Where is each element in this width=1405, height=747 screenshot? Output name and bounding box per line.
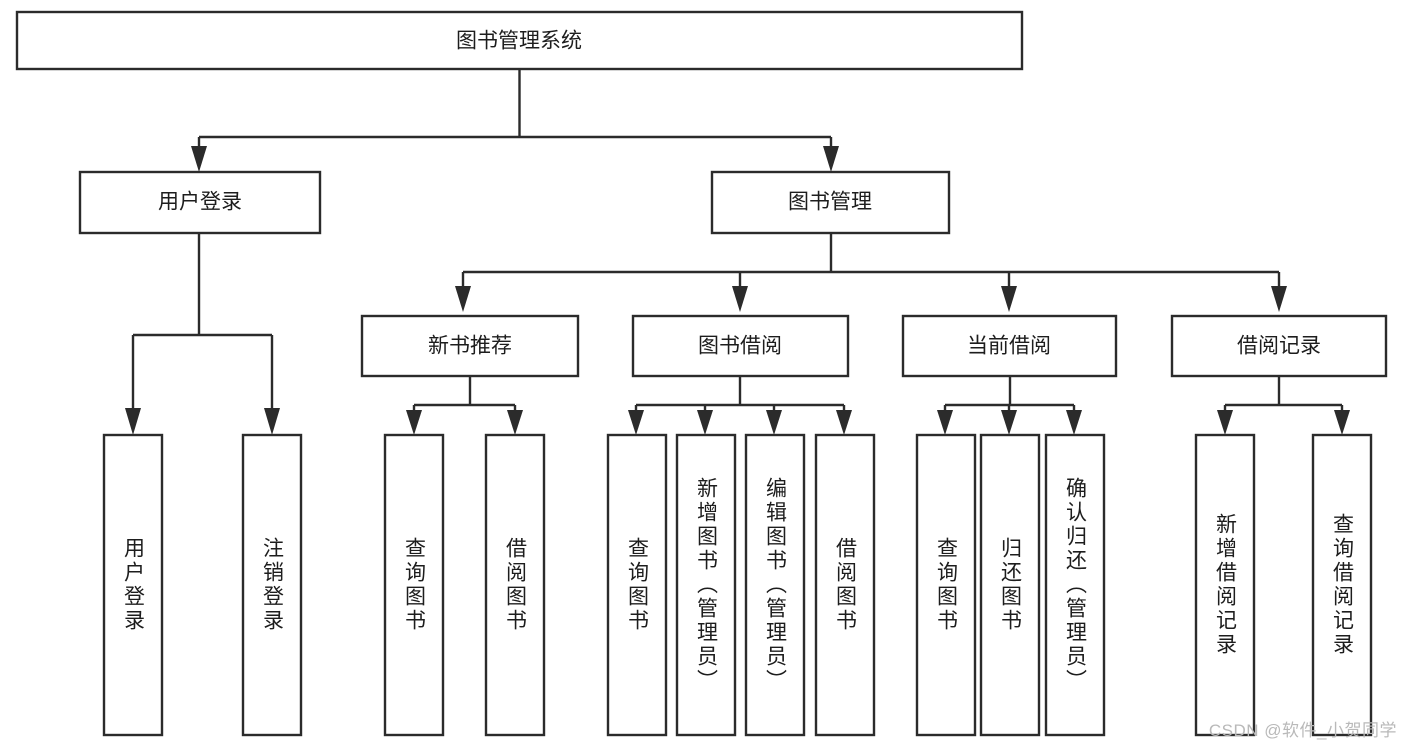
node-leaf-query-book-1-label: 查询图书: [403, 537, 427, 633]
arrow-to-current-borrow: [1001, 286, 1017, 312]
node-new-book-recommend[interactable]: 新书推荐: [360, 314, 580, 378]
node-leaf-edit-book-label: 编辑图书（管理员）: [764, 477, 788, 693]
node-leaf-user-login-label: 用户登录: [122, 537, 146, 633]
arrow-to-leaf-query-record: [1334, 410, 1350, 435]
node-leaf-confirm-return-box[interactable]: [1044, 433, 1106, 737]
node-root-box[interactable]: [15, 10, 1024, 71]
arrow-to-leaf-add-book: [697, 410, 713, 435]
arrow-to-leaf-borrow-book-1: [507, 410, 523, 435]
node-leaf-query-record[interactable]: 查询借阅记录: [1311, 433, 1373, 737]
node-leaf-return-book[interactable]: 归还图书: [979, 433, 1041, 737]
node-leaf-confirm-return[interactable]: 确认归还（管理员）: [1044, 433, 1106, 737]
node-leaf-logout[interactable]: 注销登录: [241, 433, 303, 737]
node-book-borrow-label: 图书借阅: [698, 335, 782, 358]
node-leaf-add-book-label: 新增图书（管理员）: [695, 477, 719, 693]
node-leaf-return-book-label: 归还图书: [999, 537, 1023, 633]
node-leaf-borrow-book-1-label: 借阅图书: [504, 537, 528, 633]
node-leaf-query-book-2-label: 查询图书: [626, 537, 650, 633]
arrow-to-leaf-user-login: [125, 408, 141, 435]
node-leaf-add-record[interactable]: 新增借阅记录: [1194, 433, 1256, 737]
node-leaf-confirm-return-label: 确认归还（管理员）: [1064, 477, 1088, 693]
node-leaf-user-login-box[interactable]: [102, 433, 164, 737]
node-leaf-edit-book-box[interactable]: [744, 433, 806, 737]
node-book-manage[interactable]: 图书管理: [710, 170, 951, 235]
node-leaf-logout-box[interactable]: [241, 433, 303, 737]
node-book-manage-box[interactable]: [710, 170, 951, 235]
arrow-to-user-login: [191, 146, 207, 172]
node-leaf-query-record-label: 查询借阅记录: [1331, 513, 1355, 657]
arrow-to-leaf-return-book: [1001, 410, 1017, 435]
node-root-label: 图书管理系统: [456, 30, 582, 53]
node-leaf-borrow-book-2-box[interactable]: [814, 433, 876, 737]
node-leaf-query-book-1-box[interactable]: [383, 433, 445, 737]
node-leaf-borrow-book-1-box[interactable]: [484, 433, 546, 737]
node-borrow-record-label: 借阅记录: [1237, 335, 1321, 358]
nodes-layer: 图书管理系统 用户登录 图书管理 新书推荐 图书借阅: [15, 10, 1388, 737]
node-leaf-add-book-box[interactable]: [675, 433, 737, 737]
node-leaf-add-book[interactable]: 新增图书（管理员）: [675, 433, 737, 737]
node-user-login-box[interactable]: [78, 170, 322, 235]
node-leaf-return-book-box[interactable]: [979, 433, 1041, 737]
node-borrow-record[interactable]: 借阅记录: [1170, 314, 1388, 378]
node-user-login[interactable]: 用户登录: [78, 170, 322, 235]
arrow-to-leaf-edit-book: [766, 410, 782, 435]
node-current-borrow-label: 当前借阅: [967, 335, 1051, 358]
arrow-to-leaf-confirm-return: [1066, 410, 1082, 435]
node-leaf-query-book-3-label: 查询图书: [935, 537, 959, 633]
node-leaf-logout-label: 注销登录: [261, 537, 285, 633]
node-book-borrow-box[interactable]: [631, 314, 850, 378]
arrow-to-borrow-record: [1271, 286, 1287, 312]
arrow-to-leaf-query-book-3: [937, 410, 953, 435]
node-root[interactable]: 图书管理系统: [15, 10, 1024, 71]
edges-layer: [125, 69, 1350, 435]
node-book-borrow[interactable]: 图书借阅: [631, 314, 850, 378]
node-leaf-add-record-label: 新增借阅记录: [1214, 513, 1238, 657]
node-leaf-query-book-2[interactable]: 查询图书: [606, 433, 668, 737]
node-book-manage-label: 图书管理: [788, 191, 872, 214]
node-borrow-record-box[interactable]: [1170, 314, 1388, 378]
node-leaf-query-record-box[interactable]: [1311, 433, 1373, 737]
arrow-to-book-borrow: [732, 286, 748, 312]
arrow-to-leaf-query-book-1: [406, 410, 422, 435]
node-current-borrow-box[interactable]: [901, 314, 1118, 378]
arrow-to-leaf-query-book-2: [628, 410, 644, 435]
node-leaf-query-book-3[interactable]: 查询图书: [915, 433, 977, 737]
arrow-to-book-manage: [823, 146, 839, 172]
node-user-login-label: 用户登录: [158, 191, 242, 214]
node-leaf-borrow-book-2[interactable]: 借阅图书: [814, 433, 876, 737]
node-leaf-query-book-2-box[interactable]: [606, 433, 668, 737]
node-leaf-add-record-box[interactable]: [1194, 433, 1256, 737]
node-leaf-edit-book[interactable]: 编辑图书（管理员）: [744, 433, 806, 737]
node-current-borrow[interactable]: 当前借阅: [901, 314, 1118, 378]
node-new-book-recommend-label: 新书推荐: [428, 335, 512, 358]
node-leaf-borrow-book-2-label: 借阅图书: [834, 537, 858, 633]
node-leaf-query-book-1[interactable]: 查询图书: [383, 433, 445, 737]
node-new-book-recommend-box[interactable]: [360, 314, 580, 378]
arrow-to-new-book-recommend: [455, 286, 471, 312]
arrow-to-leaf-logout: [264, 408, 280, 435]
node-leaf-borrow-book-1[interactable]: 借阅图书: [484, 433, 546, 737]
node-leaf-query-book-3-box[interactable]: [915, 433, 977, 737]
arrow-to-leaf-borrow-book-2: [836, 410, 852, 435]
node-leaf-user-login[interactable]: 用户登录: [102, 433, 164, 737]
arrow-to-leaf-add-record: [1217, 410, 1233, 435]
